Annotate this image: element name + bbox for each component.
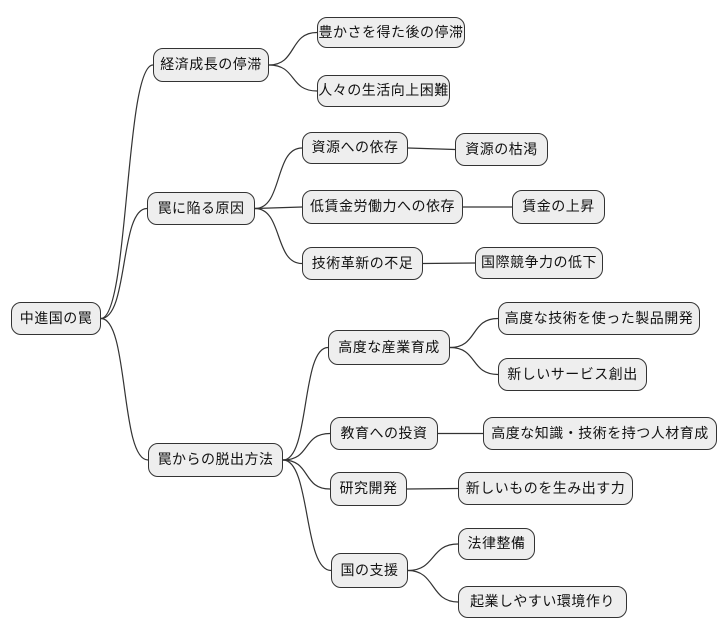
node-decline-international-competitiveness: 国際競争力の低下 [475,247,603,279]
edge-middle-income-trap--escape-methods [100,317,149,461]
node-cheap-labor-dependence: 低賃金労働力への依存 [302,190,463,224]
edge-middle-income-trap--causes-of-trap [100,207,148,320]
node-legal-framework: 法律整備 [458,528,535,560]
edge-lack-of-innovation--decline-international-competitiveness [422,262,476,265]
edge-resource-dependence--resource-depletion [407,147,456,151]
edge-government-support--startup-friendly-environment [407,569,459,603]
node-power-to-create-new-things: 新しいものを生み出す力 [458,472,633,505]
node-research-development: 研究開発 [330,472,407,506]
node-causes-of-trap: 罠に陥る原因 [147,192,255,225]
edge-middle-income-trap--economic-growth-stagnation [100,64,154,320]
edge-research-development--power-to-create-new-things [406,487,459,490]
node-government-support: 国の支援 [331,553,408,588]
edge-escape-methods--government-support [282,459,332,572]
edge-economic-growth-stagnation--stagnation-after-wealth [268,31,318,66]
edge-government-support--legal-framework [407,543,459,572]
node-middle-income-trap: 中進国の罠 [11,302,101,335]
node-economic-growth-stagnation: 経済成長の停滞 [153,48,269,82]
node-lack-of-innovation: 技術革新の不足 [302,247,423,280]
node-advanced-industry-development: 高度な産業育成 [328,330,450,365]
node-wage-rise: 賃金の上昇 [512,190,605,224]
edge-escape-methods--advanced-industry-development [282,346,329,461]
edge-causes-of-trap--resource-dependence [254,147,303,210]
edge-advanced-industry-development--new-service-creation [449,346,499,376]
node-education-investment: 教育への投資 [330,417,438,450]
node-escape-methods: 罠からの脱出方法 [148,443,283,477]
edge-escape-methods--research-development [282,459,331,490]
node-stagnation-after-wealth: 豊かさを得た後の停滞 [317,17,465,48]
node-resource-depletion: 資源の枯渇 [455,133,548,166]
node-startup-friendly-environment: 起業しやすい環境作り [458,586,627,618]
node-resource-dependence: 資源への依存 [302,132,408,164]
node-difficulty-improving-living: 人々の生活向上困難 [317,75,450,107]
edge-advanced-industry-development--high-tech-product-development [449,317,499,349]
node-new-service-creation: 新しいサービス創出 [498,358,647,391]
edge-causes-of-trap--cheap-labor-dependence [254,206,303,210]
edge-escape-methods--education-investment [282,432,331,461]
node-skilled-human-resources: 高度な知識・技術を持つ人材育成 [483,417,717,450]
node-high-tech-product-development: 高度な技術を使った製品開発 [498,302,700,335]
edge-causes-of-trap--lack-of-innovation [254,207,303,265]
edge-economic-growth-stagnation--difficulty-improving-living [268,64,318,92]
